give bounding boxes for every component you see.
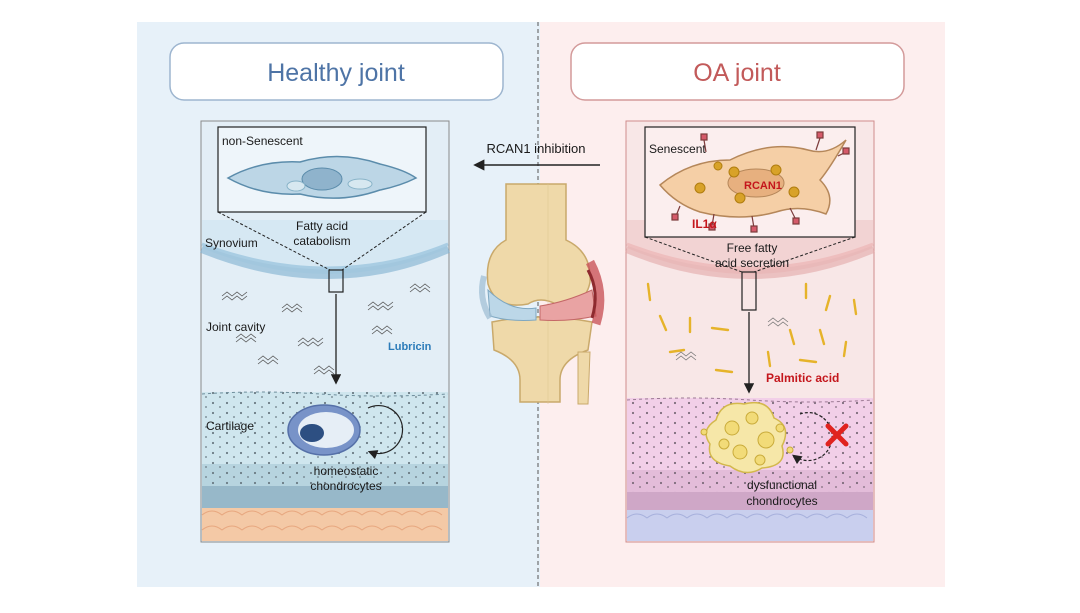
blocked-x-icon	[825, 423, 849, 447]
palmitic-acid-label: Palmitic acid	[766, 371, 839, 385]
healthy-title-box: Healthy joint	[169, 42, 504, 101]
synovium-label: Synovium	[205, 236, 258, 250]
oa-title-box: OA joint	[570, 42, 905, 101]
center-arrow: RCAN1 inhibition	[473, 141, 600, 171]
joint-cavity-label: Joint cavity	[206, 320, 265, 334]
oa-process-line2: acid secretion	[715, 256, 789, 270]
healthy-chondro-line2: chondrocytes	[310, 479, 381, 493]
rcan1-granules	[694, 161, 800, 204]
lubricin-molecules	[221, 283, 431, 375]
oa-process-line1: Free fatty	[727, 241, 778, 255]
oa-cell-label: Senescent	[649, 142, 706, 156]
lubricin-label: Lubricin	[388, 341, 432, 353]
healthy-process-line2: catabolism	[293, 234, 350, 248]
healthy-panel: non-Senescent Fatty acid catabolism Syno…	[200, 120, 451, 543]
oa-title: OA joint	[693, 59, 781, 87]
oa-chondro-line2: chondrocytes	[746, 494, 817, 508]
healthy-cell-label: non-Senescent	[222, 134, 303, 148]
healthy-chondro-line1: homeostatic	[314, 464, 379, 478]
rcan1-inhibition-label: RCAN1 inhibition	[487, 141, 586, 156]
palmitic-acid-molecules	[646, 282, 858, 374]
oa-panel: Senescent RCAN1 IL1α Free fatty acid sec…	[625, 120, 875, 543]
cartilage-label: Cartilage	[206, 419, 254, 433]
healthy-title: Healthy joint	[267, 59, 405, 87]
knee-joint-illustration	[479, 183, 605, 405]
oa-chondro-line1: dysfunctional	[747, 478, 817, 492]
homeostasis-cycle-arrow	[367, 404, 404, 460]
rcan1-label: RCAN1	[744, 180, 782, 192]
dysfunctional-chondrocyte	[700, 401, 794, 474]
il1a-label: IL1α	[692, 217, 717, 231]
il1a-receptors	[671, 131, 850, 233]
healthy-process-line1: Fatty acid	[296, 219, 348, 233]
